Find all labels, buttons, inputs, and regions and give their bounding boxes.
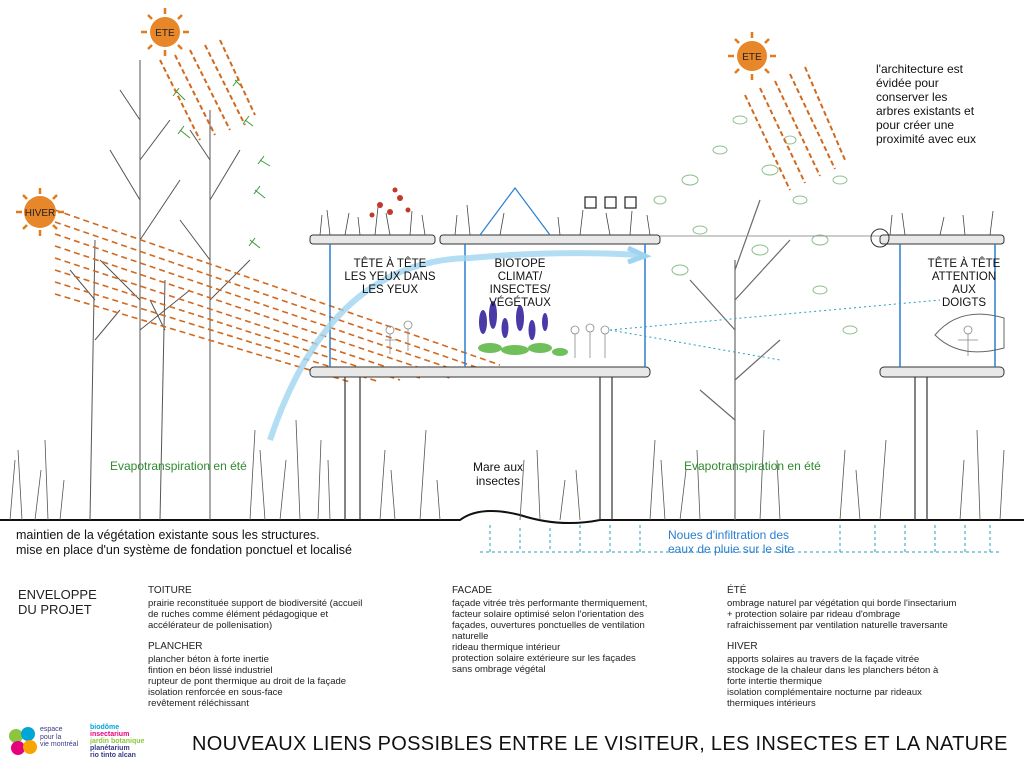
columns bbox=[344, 377, 928, 520]
detail-marker bbox=[870, 228, 890, 248]
existing-tree-left bbox=[69, 60, 251, 521]
section-drawing: ETE HIVER ETE bbox=[0, 8, 1024, 553]
roof-slabs bbox=[309, 234, 1005, 245]
toiture-text: prairie reconstituée support de biodiver… bbox=[148, 598, 363, 631]
sun-label-ete-right: ETE bbox=[742, 52, 762, 63]
plancher-text: plancher béton à forte inertie fintion e… bbox=[148, 654, 347, 709]
toiture-heading: TOITURE bbox=[148, 585, 192, 596]
label-evapotranspiration-right: Evapotranspiration en été bbox=[684, 459, 821, 473]
ete-text: ombrage naturel par végétation qui borde… bbox=[727, 598, 957, 631]
winter-rays bbox=[54, 209, 501, 383]
skylights bbox=[584, 196, 637, 209]
green-branches bbox=[172, 77, 271, 249]
hiver-heading: HIVER bbox=[727, 641, 758, 652]
logo-biodome: biodôme bbox=[90, 724, 120, 731]
logo-mark-icon bbox=[9, 727, 37, 755]
architecture-note: l'architecture est évidée pour conserver… bbox=[876, 62, 977, 146]
glass-facades bbox=[329, 186, 996, 367]
ground-note: maintien de la végétation existante sous… bbox=[16, 528, 352, 557]
label-tete-a-tete-yeux: TÊTE À TÊTE LES YEUX DANS LES YEUX bbox=[344, 258, 436, 296]
ground-vegetation bbox=[9, 419, 1005, 521]
hiver-text: apports solaires au travers de la façade… bbox=[727, 654, 939, 709]
biotope-leaves bbox=[478, 343, 568, 356]
logo-rio: rio tinto alcan bbox=[90, 752, 136, 759]
espace-pour-la-vie-logo: espace pour la vie montréal biodôme inse… bbox=[6, 720, 166, 762]
logo-planetarium: planétarium bbox=[90, 745, 130, 752]
logo-text-espace: espace pour la vie montréal bbox=[40, 726, 79, 748]
plancher-heading: PLANCHER bbox=[148, 641, 203, 652]
legend-col-1: TOITURE prairie reconstituée support de … bbox=[148, 585, 418, 719]
tree-foliage bbox=[653, 115, 858, 335]
legend-col-3: ÉTÉ ombrage naturel par végétation qui b… bbox=[727, 585, 1017, 719]
existing-tree-right bbox=[689, 199, 791, 520]
sun-hiver: HIVER bbox=[16, 188, 64, 236]
sun-label-hiver: HIVER bbox=[25, 208, 56, 219]
facade-text: façade vitrée très performante thermique… bbox=[452, 598, 648, 675]
airflow-arrow bbox=[626, 245, 652, 265]
page-title: NOUVEAUX LIENS POSSIBLES ENTRE LE VISITE… bbox=[192, 733, 1008, 755]
view-lines bbox=[609, 299, 941, 361]
facade-heading: FACADE bbox=[452, 585, 493, 596]
ground-line bbox=[0, 510, 1024, 525]
magnifier-lens bbox=[934, 313, 1005, 353]
label-biotope: BIOTOPE CLIMAT/ INSECTES/ VÉGÉTAUX bbox=[489, 258, 551, 309]
summer-rays-right bbox=[744, 66, 846, 191]
label-tete-a-tete-doigts: TÊTE À TÊTE ATTENTION AUX DOIGTS bbox=[927, 258, 1001, 309]
roof-vegetation bbox=[319, 204, 994, 236]
label-mare: Mare aux insectes bbox=[472, 460, 524, 488]
logo-jardin: jardin botanique bbox=[90, 738, 145, 745]
airflow-arc bbox=[267, 250, 641, 441]
biotope-plants bbox=[479, 301, 548, 340]
ete-heading: ÉTÉ bbox=[727, 585, 747, 596]
logo-insectarium: insectarium bbox=[90, 731, 130, 738]
sun-label-ete-left: ETE bbox=[155, 28, 175, 39]
roof-flowers bbox=[369, 187, 411, 218]
sun-ete-right: ETE bbox=[728, 32, 776, 80]
floor-slabs bbox=[309, 366, 1005, 378]
legend-col-2: FACADE façade vitrée très performante th… bbox=[452, 585, 712, 685]
visitors bbox=[385, 320, 978, 358]
sun-ete-left: ETE bbox=[141, 8, 189, 56]
envelope-title: ENVELOPPE DU PROJET bbox=[18, 587, 97, 617]
summer-rays-left bbox=[159, 39, 256, 141]
label-evapotranspiration-left: Evapotranspiration en été bbox=[110, 459, 247, 473]
infiltration-arrows bbox=[489, 525, 991, 552]
label-noues: Noues d'infiltration des eaux de pluie s… bbox=[668, 528, 795, 556]
